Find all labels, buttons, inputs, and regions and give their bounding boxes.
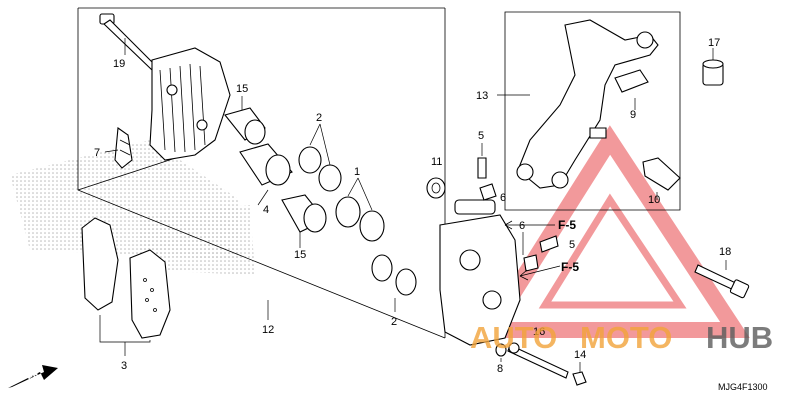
assembly-boundary [77,7,681,339]
brake-pads-3 [81,217,171,356]
part-labels: 19 7 15 2 1 4 15 2 12 3 11 5 6 6 5 13 9 … [94,37,731,375]
mounting-bracket-13 [497,19,659,189]
pad-spring-7 [104,127,133,169]
cap-6-lower [522,232,539,272]
front-direction-arrow: FR. [8,365,58,388]
label-14: 14 [574,349,586,361]
piston-15-upper [224,96,266,145]
clip-9 [614,69,649,110]
cap-6-upper [479,183,497,201]
label-13: 13 [476,90,488,102]
bleeder-5-lower [539,235,559,253]
nut-14 [572,362,587,386]
bolt-19 [99,13,157,71]
label-11: 11 [431,156,442,168]
bleeder-5-upper [477,143,487,179]
grommet-11 [426,177,446,199]
caliper-bracket-left [149,47,231,161]
label-8: 8 [497,363,503,375]
background-wing-logo [10,140,255,275]
label-2-lower: 2 [391,316,397,328]
seal-set-2-upper [298,123,342,192]
label-16: 16 [533,326,545,338]
label-6-lower: 6 [519,220,525,232]
label-15-upper: 15 [236,83,248,95]
watermark-text: AUTO MOTO HUB [470,320,773,355]
pin-10 [642,157,681,200]
watermark-hub: HUB [706,320,773,355]
label-17: 17 [708,37,720,49]
label-1: 1 [354,166,360,178]
label-3: 3 [121,360,127,372]
label-19: 19 [113,58,125,70]
watermark-moto: MOTO [580,320,672,355]
watermark-triangle [475,125,750,338]
label-9: 9 [630,109,636,121]
label-4: 4 [263,204,269,216]
label-12: 12 [262,324,274,336]
label-6-upper: 6 [500,192,506,204]
ref-f5-upper: F-5 [558,218,576,232]
diagram-code: MJG4F1300 [718,382,768,392]
label-15-lower: 15 [294,249,306,261]
label-5-upper: 5 [478,130,484,142]
label-5-lower: 5 [569,239,575,251]
piston-15-lower [281,194,327,248]
label-10: 10 [648,194,660,206]
direction-label: FR. [25,367,42,382]
caliper-body [439,199,521,346]
label-2-upper: 2 [316,112,322,124]
seal-set-2-lower [371,254,417,312]
washer-8 [495,343,507,362]
label-7: 7 [94,147,100,159]
bolt-18 [694,260,750,299]
label-18: 18 [719,246,731,258]
pin-16 [507,342,569,379]
watermark-auto: AUTO [470,320,557,355]
ref-f5-lower: F-5 [561,260,579,274]
collar-17 [702,48,724,86]
seal-set-1 [335,177,385,242]
f5-arrows [504,220,561,281]
piston-4 [239,143,293,206]
